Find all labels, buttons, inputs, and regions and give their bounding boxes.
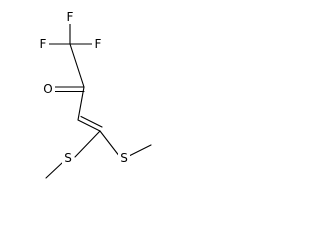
bond-s-right-methyl — [126, 144, 152, 158]
bond-c4-s-left — [74, 130, 101, 158]
atom-labels: F F F O S S — [37, 10, 130, 165]
atom-label-oxygen: O — [43, 82, 52, 96]
bond-c1-c2 — [69, 43, 85, 88]
bond-c2-c3 — [77, 86, 85, 121]
bond-c4-s-right — [99, 130, 121, 158]
atom-label-fluorine-right: F — [95, 37, 102, 51]
bonds — [45, 20, 152, 179]
bond-c3-c4-a — [77, 119, 101, 132]
atom-label-fluorine-top: F — [67, 10, 74, 24]
atom-label-sulfur-left: S — [64, 151, 72, 165]
atom-label-fluorine-left: F — [40, 37, 47, 51]
bond-s-left-methyl — [45, 162, 63, 179]
bond-c3-c4-b — [80, 115, 103, 128]
atom-label-sulfur-right: S — [120, 151, 128, 165]
structure-diagram: F F F O S S — [37, 10, 152, 179]
